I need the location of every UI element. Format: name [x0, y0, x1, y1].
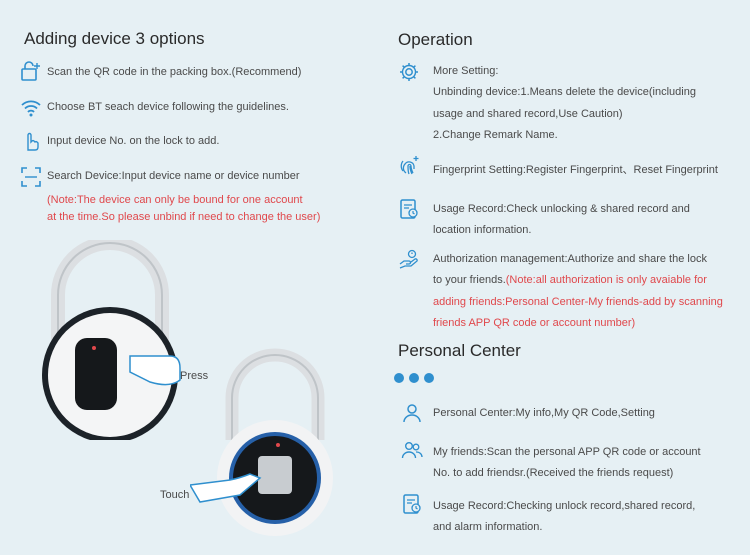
usage-record-icon: [398, 198, 420, 220]
personal-item-3b: and alarm information.: [433, 521, 543, 533]
hand-touch-icon: [20, 130, 42, 152]
usage-line-1: Usage Record:Check unlocking & shared re…: [433, 203, 690, 215]
option-qr-text: Scan the QR code in the packing box.(Rec…: [47, 66, 302, 78]
left-title: Adding device 3 options: [24, 29, 205, 48]
option-input-text: Input device No. on the lock to add.: [47, 135, 220, 147]
person-icon: [401, 402, 423, 424]
personal-item-3a: Usage Record:Checking unlock record,shar…: [433, 500, 696, 512]
dot-1: [394, 373, 404, 383]
padlock-press-illustration: [42, 240, 181, 440]
operation-title: Operation: [398, 30, 473, 49]
touch-label: Touch: [160, 489, 190, 501]
friends-icon: [401, 439, 423, 461]
auth-line-1: Authorization management:Authorize and s…: [433, 253, 707, 265]
auth-text: to your friends.: [433, 274, 506, 286]
option-bt-text: Choose BT seach device following the gui…: [47, 101, 289, 113]
dot-2: [409, 373, 419, 383]
personal-item-1: Personal Center:My info,My QR Code,Setti…: [433, 407, 655, 419]
scan-frame-icon: [20, 166, 42, 188]
gear-icon: [398, 61, 420, 83]
lock-icon: [20, 60, 42, 82]
note-line-2: at the time.So please unbind if need to …: [47, 211, 321, 223]
fingerprint-setting: Fingerprint Setting:Register Fingerprint…: [433, 164, 718, 176]
personal-title: Personal Center: [398, 341, 521, 360]
auth-line-2: to your friends.(Note:all authorization …: [433, 270, 707, 291]
option-search-text: Search Device:Input device name or devic…: [47, 170, 300, 182]
usage-line-2: location information.: [433, 224, 532, 236]
note-line-1: (Note:The device can only be bound for o…: [47, 194, 303, 206]
more-setting: More Setting:: [433, 65, 499, 77]
auth-line-3: adding friends:Personal Center-My friend…: [433, 296, 723, 308]
dot-3: [424, 373, 434, 383]
personal-item-2a: My friends:Scan the personal APP QR code…: [433, 446, 701, 458]
unbind-line-1: Unbinding device:1.Means delete the devi…: [433, 86, 696, 98]
authorization-icon: [398, 248, 420, 270]
record-icon: [401, 493, 423, 515]
auth-note-start: (Note:all authorization is only avaiable…: [505, 274, 707, 286]
remark-line: 2.Change Remark Name.: [433, 129, 558, 141]
auth-line-4: friends APP QR code or account number): [433, 317, 636, 329]
unbind-line-2: usage and shared record,Use Caution): [433, 108, 623, 120]
wifi-icon: [20, 96, 42, 118]
fingerprint-icon: [398, 154, 420, 176]
press-label: Press: [180, 370, 209, 382]
personal-item-2b: No. to add friendsr.(Received the friend…: [433, 467, 674, 479]
padlock-touch-illustration: [190, 348, 333, 536]
